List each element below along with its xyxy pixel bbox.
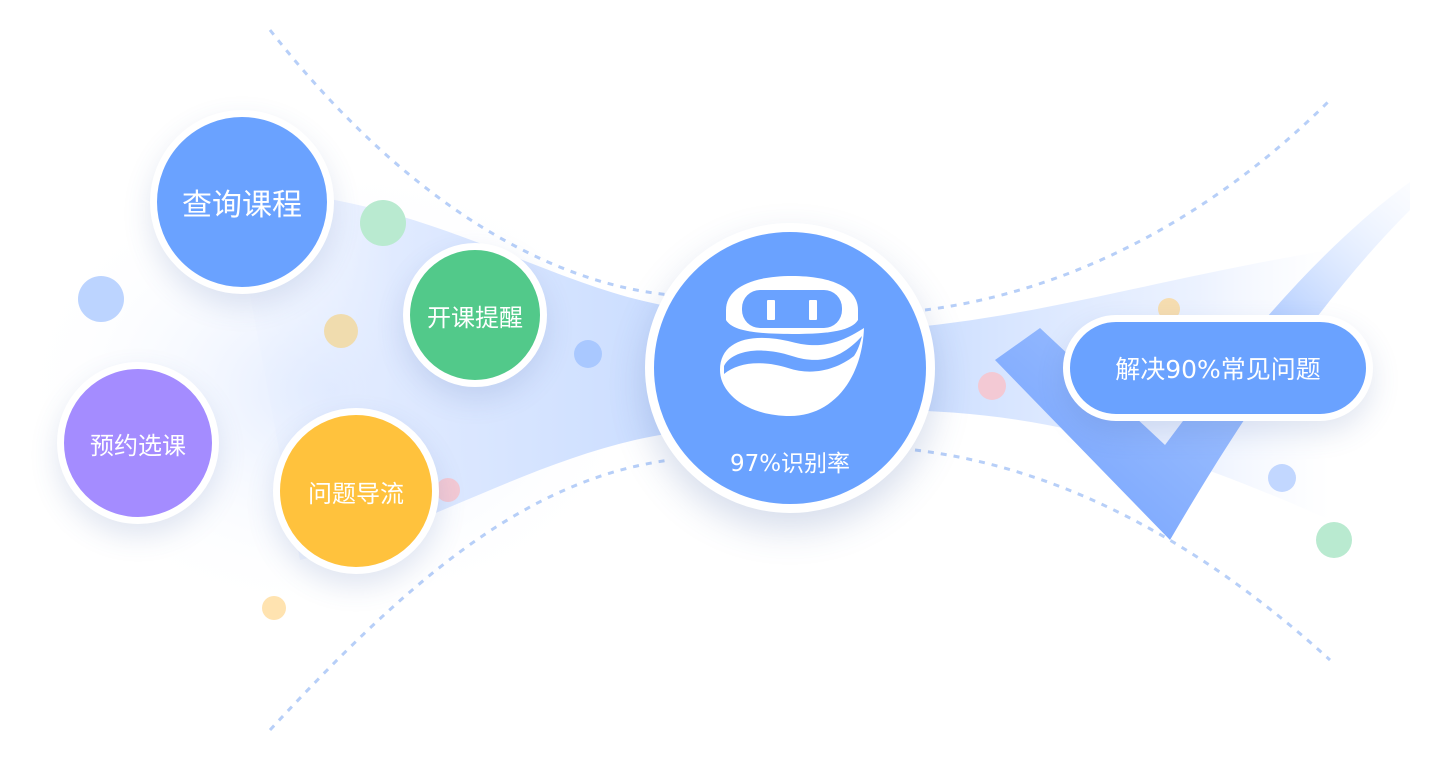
dash-curve-bottom-right [914, 448, 1332, 662]
result-pill[interactable]: 解决90%常见问题 [1063, 315, 1373, 421]
decor-dot [436, 478, 460, 502]
decor-dot [78, 276, 124, 322]
decor-dot [262, 596, 286, 620]
feature-bubble-class-reminder[interactable]: 开课提醒 [403, 243, 547, 387]
feature-bubble-booking[interactable]: 预约选课 [57, 362, 219, 524]
decor-dot [978, 372, 1006, 400]
decor-dot [1316, 522, 1352, 558]
feature-bubble-question-routing[interactable]: 问题导流 [273, 408, 439, 574]
feature-label: 查询课程 [182, 188, 302, 223]
result-label: 解决90%常见问题 [1115, 355, 1321, 384]
decor-dot [1158, 298, 1180, 320]
dash-curve-bottom-left [268, 458, 671, 732]
feature-label: 预约选课 [90, 431, 186, 460]
robot-icon [720, 276, 864, 416]
feature-label: 开课提醒 [427, 303, 523, 332]
hub-label: 97%识别率 [729, 451, 851, 477]
dash-curve-top-left [268, 29, 671, 297]
ai-hub-circle[interactable]: 97%识别率 [645, 223, 935, 513]
feature-bubble-query-course[interactable]: 查询课程 [150, 110, 334, 294]
decor-dot [1268, 464, 1296, 492]
decor-dot [360, 200, 406, 246]
check-arrow-shape [995, 182, 1410, 540]
feature-label: 问题导流 [308, 479, 404, 508]
decor-dot [324, 314, 358, 348]
decor-dot [574, 340, 602, 368]
